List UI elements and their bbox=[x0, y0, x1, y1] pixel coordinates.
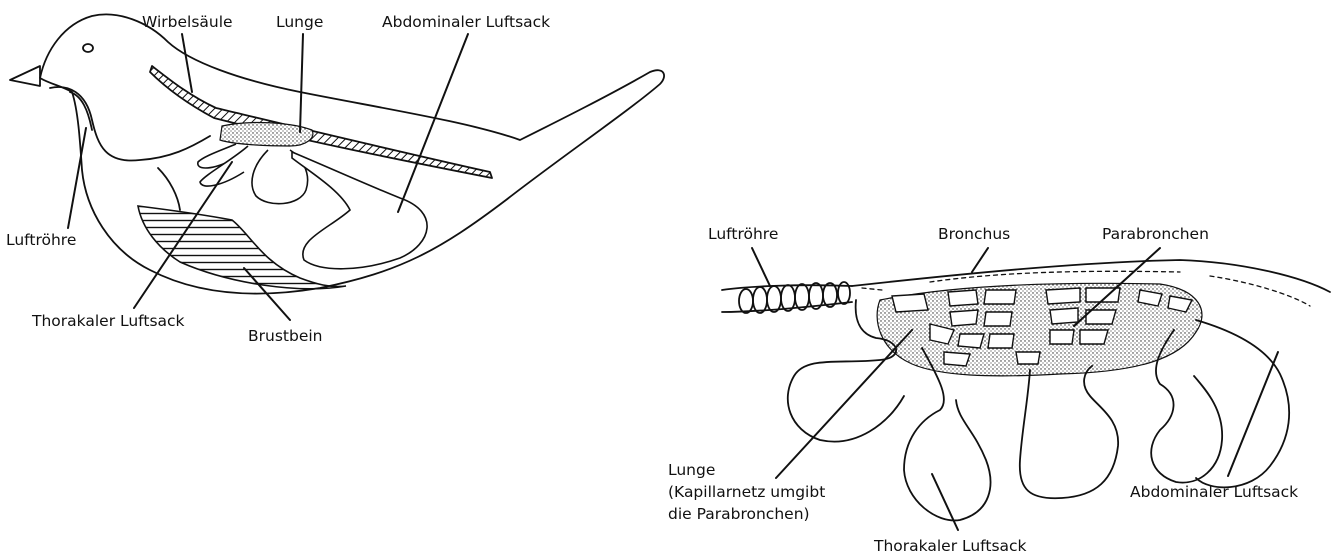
bird-drawing bbox=[10, 14, 664, 293]
leader-abdominal-detail bbox=[1228, 352, 1278, 476]
label-lunge-detail-line2: (Kapillarnetz umgibt bbox=[668, 482, 825, 502]
label-abdominaler-luftsack-bird: Abdominaler Luftsack bbox=[382, 12, 550, 32]
label-thorakaler-luftsack-detail: Thorakaler Luftsack bbox=[874, 536, 1027, 556]
leader-bronchus bbox=[972, 248, 988, 272]
bird-eye bbox=[83, 44, 93, 52]
leader-lunge-bird bbox=[300, 34, 303, 132]
label-luftroehre-bird: Luftröhre bbox=[6, 230, 76, 250]
detail-trachea bbox=[722, 282, 852, 313]
leader-thorakal-detail bbox=[932, 474, 958, 530]
label-abdominaler-luftsack-detail: Abdominaler Luftsack bbox=[1130, 482, 1298, 502]
label-wirbelsaeule: Wirbelsäule bbox=[142, 12, 233, 32]
leader-lunge-detail bbox=[776, 330, 912, 478]
label-parabronchen: Parabronchen bbox=[1102, 224, 1209, 244]
label-lunge-bird: Lunge bbox=[276, 12, 323, 32]
label-brustbein: Brustbein bbox=[248, 326, 323, 346]
bird-beak bbox=[10, 66, 40, 86]
bird-abdominal-sac bbox=[292, 152, 427, 269]
leader-luftroehre-detail bbox=[752, 248, 770, 286]
leader-wirbelsaeule bbox=[182, 34, 192, 92]
label-lunge-detail-line1: Lunge bbox=[668, 460, 715, 480]
label-bronchus: Bronchus bbox=[938, 224, 1010, 244]
label-thorakaler-luftsack-bird: Thorakaler Luftsack bbox=[32, 311, 185, 331]
bird-lung bbox=[220, 123, 313, 146]
label-luftroehre-detail: Luftröhre bbox=[708, 224, 778, 244]
label-lunge-detail-line3: die Parabronchen) bbox=[668, 504, 810, 524]
